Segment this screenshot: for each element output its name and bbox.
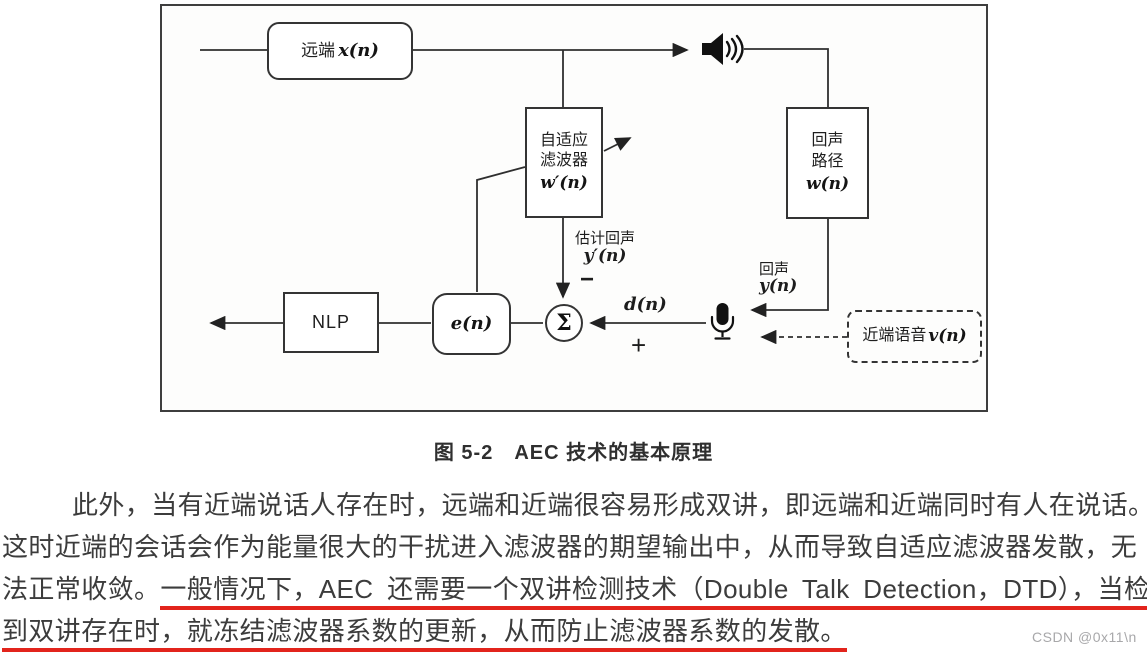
microphone-icon bbox=[709, 302, 736, 342]
adaptive-filter-node: 自适应 滤波器 w′(n) bbox=[525, 107, 603, 218]
nlp-label: NLP bbox=[311, 311, 350, 332]
far-end-math: x(n) bbox=[338, 40, 379, 62]
paragraph-line-3: 法正常收敛。一般情况下，AEC 还需要一个双讲检测技术（Double Talk … bbox=[2, 568, 1147, 610]
echo-path-math: w(n) bbox=[805, 173, 850, 194]
paragraph-line-2-text: 这时近端的会话会作为能量很大的干扰进入滤波器的期望输出中，从而导致自适应滤波器发… bbox=[2, 532, 1138, 562]
plus-sign: + bbox=[631, 330, 647, 360]
paragraph-line-3-underlined: 一般情况下，AEC 还需要一个双讲检测技术（Double Talk Detect… bbox=[160, 574, 1147, 610]
far-end-label: 远端 bbox=[301, 40, 336, 60]
echo-path-label-1: 回声 bbox=[811, 132, 844, 150]
estimated-echo-label: 估计回声 bbox=[574, 230, 635, 247]
echo-math: y(n) bbox=[759, 276, 798, 296]
paragraph-line-1-text: 此外，当有近端说话人存在时，远端和近端很容易形成双讲，即远端和近端同时有人在说话… bbox=[72, 490, 1147, 520]
adaptive-filter-math: w′(n) bbox=[540, 173, 588, 194]
summation-node: Σ bbox=[545, 304, 583, 342]
error-signal-math: e(n) bbox=[450, 313, 493, 335]
paragraph-line-2: 这时近端的会话会作为能量很大的干扰进入滤波器的期望输出中，从而导致自适应滤波器发… bbox=[2, 526, 1147, 568]
speaker-icon bbox=[699, 32, 744, 66]
mic-signal-math: d(n) bbox=[624, 294, 667, 315]
figure-caption: 图 5-2 AEC 技术的基本原理 bbox=[433, 442, 714, 464]
paragraph-line-1: 此外，当有近端说话人存在时，远端和近端很容易形成双讲，即远端和近端同时有人在说话… bbox=[2, 484, 1147, 526]
paragraph-line-4: 到双讲存在时，就冻结滤波器系数的更新，从而防止滤波器系数的发散。 bbox=[2, 610, 1147, 652]
paragraph-line-4-underlined: 到双讲存在时，就冻结滤波器系数的更新，从而防止滤波器系数的发散。 bbox=[2, 616, 847, 652]
paragraph-line-3-normal: 法正常收敛。 bbox=[2, 574, 161, 604]
minus-sign: − bbox=[580, 266, 595, 293]
adaptive-filter-label-1: 自适应 bbox=[539, 131, 588, 149]
echo-path-node: 回声 路径 w(n) bbox=[786, 107, 869, 219]
body-paragraph: 此外，当有近端说话人存在时，远端和近端很容易形成双讲，即远端和近端同时有人在说话… bbox=[2, 484, 1147, 652]
near-end-speech-label: 近端语音 bbox=[862, 327, 927, 345]
echo-path-label-2: 路径 bbox=[811, 152, 844, 170]
adaptive-filter-label-2: 滤波器 bbox=[539, 152, 588, 170]
near-end-speech-math: v(n) bbox=[928, 326, 967, 347]
error-signal-node: e(n) bbox=[432, 293, 511, 355]
csdn-watermark: CSDN @0x11\n bbox=[1032, 629, 1137, 645]
nlp-node: NLP bbox=[283, 292, 379, 353]
estimated-echo-math: y′(n) bbox=[583, 246, 627, 266]
sigma-symbol: Σ bbox=[556, 310, 572, 336]
